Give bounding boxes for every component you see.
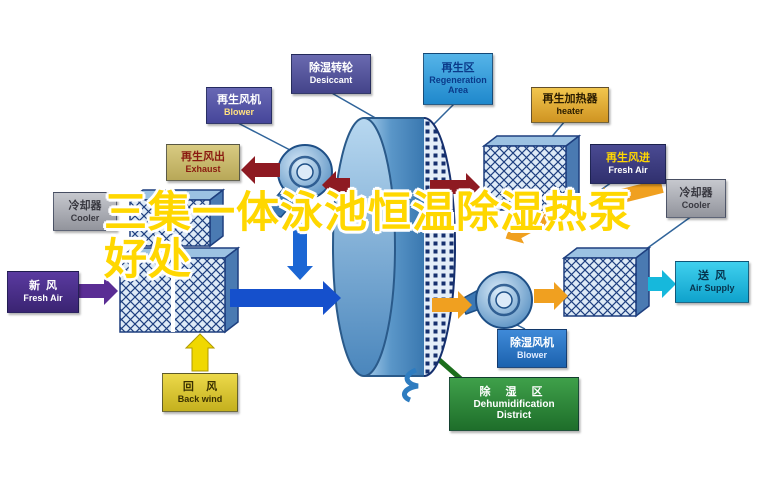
label-fresh-air-en: Fresh Air — [23, 293, 63, 304]
label-regen-fresh-air-en: Fresh Air — [608, 165, 648, 176]
cooler-coil-left — [127, 188, 226, 248]
label-fresh-air: 新 风 Fresh Air — [7, 271, 79, 313]
arrow-blower-down — [287, 206, 313, 280]
label-dehumid-blower-zh: 除湿风机 — [510, 336, 554, 349]
cooler-coil-right — [561, 246, 652, 318]
label-back-wind: 回 风 Back wind — [162, 373, 238, 412]
arrow-wheel-to-blower — [322, 171, 350, 199]
label-regen-fresh-air-zh: 再生风进 — [606, 152, 650, 165]
arrow-heater-to-wheel — [505, 209, 552, 244]
label-back-wind-en: Back wind — [177, 393, 223, 404]
arrow-fresh-air-in — [79, 277, 118, 305]
label-desiccant-wheel-en: Desiccant — [309, 75, 353, 86]
wheel-drive-swoosh — [402, 367, 419, 403]
arrow-air-supply — [648, 270, 676, 298]
label-cooler-left-en: Cooler — [70, 212, 100, 223]
label-exhaust-zh: 再生风出 — [181, 150, 225, 163]
label-regen-fresh-air: 再生风进 Fresh Air — [590, 144, 666, 184]
label-cooler-left: 冷却器 Cooler — [53, 192, 117, 231]
label-dehumidification-district-en1: Dehumidification — [473, 398, 555, 410]
label-air-supply-zh: 送 风 — [697, 270, 727, 283]
arrow-exhaust-air — [241, 156, 280, 184]
arrow-process-air — [230, 281, 341, 315]
label-cooler-right-en: Cooler — [681, 199, 711, 210]
label-regen-blower-zh: 再生风机 — [217, 93, 261, 106]
arrow-wheel-to-dehumid-blower — [432, 291, 472, 319]
label-back-wind-zh: 回 风 — [182, 380, 218, 393]
label-desiccant-wheel-zh: 除湿转轮 — [309, 62, 353, 75]
label-regen-heater: 再生加热器 heater — [531, 87, 609, 123]
label-regen-blower: 再生风机 Blower — [206, 87, 272, 124]
regen-blower-fan — [261, 144, 333, 218]
heater-coil-right — [481, 134, 582, 212]
label-cooler-right-zh: 冷却器 — [679, 186, 713, 199]
label-regeneration-area: 再生区 Regeneration Area — [423, 53, 493, 105]
label-air-supply: 送 风 Air Supply — [675, 261, 749, 303]
label-regeneration-area-zh: 再生区 — [441, 61, 475, 74]
label-regen-heater-zh: 再生加热器 — [542, 93, 598, 106]
process-coil-left — [117, 246, 241, 334]
title-overlay: 三集一体泳池恒温除湿热泵 好处 — [104, 190, 704, 284]
label-cooler-left-zh: 冷却器 — [68, 199, 102, 212]
dehumid-blower-fan — [459, 271, 533, 329]
label-exhaust-en: Exhaust — [185, 163, 221, 174]
label-dehumid-blower: 除湿风机 Blower — [497, 329, 567, 368]
title-line2: 好处 — [104, 236, 192, 284]
label-fresh-air-zh: 新 风 — [28, 280, 58, 293]
arrow-back-wind — [184, 333, 216, 372]
label-dehumidification-district: 除 湿 区 Dehumidification District — [449, 377, 579, 431]
arrow-regen-to-heater — [430, 173, 480, 201]
label-regeneration-area-en: Regeneration Area — [429, 74, 487, 96]
label-regen-blower-en: Blower — [223, 106, 254, 117]
title-line1: 三集一体泳池恒温除湿热泵 — [104, 189, 632, 237]
label-dehumid-blower-en: Blower — [516, 349, 547, 360]
arrow-blower-to-cooler — [534, 282, 568, 310]
label-exhaust: 再生风出 Exhaust — [166, 144, 240, 181]
label-cooler-right: 冷却器 Cooler — [666, 179, 726, 218]
label-air-supply-en: Air Supply — [689, 283, 735, 294]
label-regen-heater-en: heater — [556, 106, 584, 117]
label-dehumidification-district-en2: District — [496, 410, 532, 422]
label-desiccant-wheel: 除湿转轮 Desiccant — [291, 54, 371, 94]
label-dehumidification-district-zh: 除 湿 区 — [479, 385, 549, 398]
arrow-regen-fresh-in — [594, 179, 664, 213]
